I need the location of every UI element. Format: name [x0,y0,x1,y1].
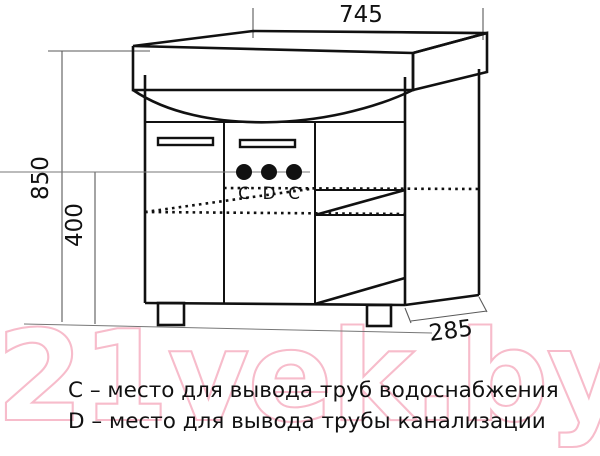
legend-line-water-supply: C – место для вывода труб водоснабжения [68,378,559,403]
pipe-dot-right [286,164,302,180]
cabinet-feet [23,301,433,334]
watermark-21vek-by: 21vek.by [0,302,600,451]
hidden-line-lower-horizontal [144,210,406,216]
dimension-sink-height-400: 400 [62,171,243,324]
door-handles [156,136,297,149]
dimension-label-285: 285 [427,315,474,347]
countertop-slab [131,29,489,92]
pipe-marker-label-c-left: C [238,184,250,204]
pipe-outlet-markers: C D C [236,164,302,204]
carcass-side-bottom [404,293,480,307]
dimension-depth-285: 285 [404,296,488,347]
pipe-dot-middle [261,164,277,180]
floor-line [23,323,433,334]
watermark-text: 21vek.by [0,303,600,450]
basin-underside-curve [132,88,414,124]
handle-center-door [238,138,297,149]
foot-left [156,301,186,327]
dimension-label-400: 400 [62,203,88,247]
dimension-height-850: 850 [28,50,150,322]
pipe-marker-label-c-right: C [288,184,300,204]
countertop-right-band [412,31,489,92]
dim-line-285 [410,310,488,322]
ext-line-depth-far [478,296,488,313]
cabinet-body [0,29,489,334]
cabinet-carcass [143,69,481,307]
foot-right [365,303,393,328]
legend-line-sewer: D – место для вывода трубы канализации [68,409,546,434]
hidden-line-diagonal [144,186,318,214]
dimension-label-850: 850 [28,156,54,200]
countertop-top-face [132,29,488,55]
carcass-front-bottom [144,301,406,307]
dimension-label-745: 745 [339,2,383,28]
hidden-construction-lines [144,186,480,216]
dimension-width-745: 745 [252,2,484,40]
legend-block: C – место для вывода труб водоснабжения … [68,378,559,434]
right-section-perspective-upper [314,188,406,217]
hidden-line-upper-horizontal [223,186,480,191]
right-section-perspective-lower [314,276,406,306]
pipe-marker-label-d-mid: D [262,184,275,204]
handle-left-door [156,136,215,147]
ext-line-depth-near [404,307,412,324]
pipe-dot-left [236,164,252,180]
